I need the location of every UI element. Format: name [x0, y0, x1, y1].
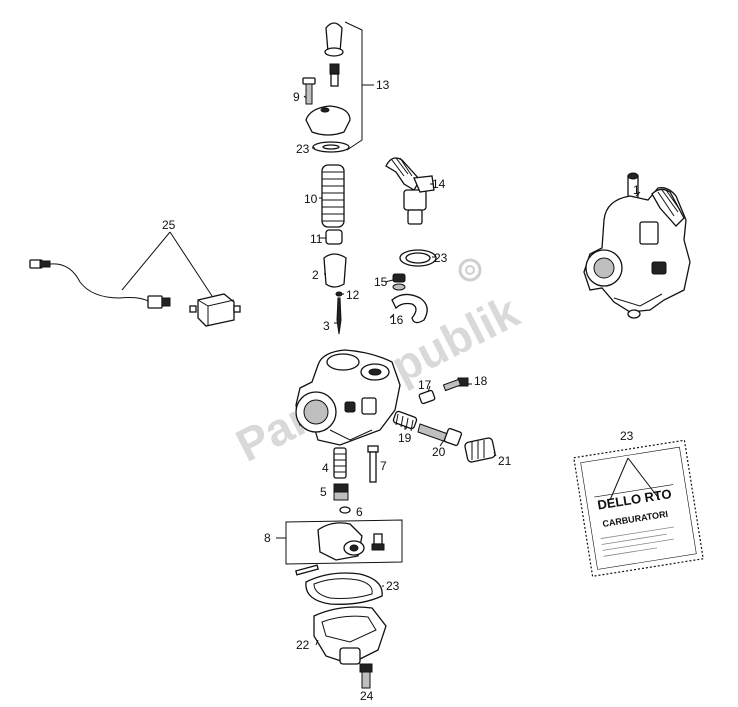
part-8-needle-valve — [371, 533, 385, 551]
part-8-pin — [295, 564, 319, 576]
callout-23-bowl: 23 — [386, 579, 400, 593]
callout-11: 11 — [310, 232, 323, 246]
part-23-instruction-bag: DELLO RTO CARBURATORI — [573, 439, 704, 577]
callout-4: 4 — [322, 461, 329, 475]
part-21-cap — [464, 437, 496, 463]
callout-25: 25 — [162, 218, 176, 232]
callout-12: 12 — [346, 288, 360, 302]
part-18-screw — [442, 377, 469, 392]
leader-lines — [303, 95, 641, 646]
callout-labels: 13 9 23 10 11 2 12 3 14 23 15 16 1 25 17… — [162, 78, 640, 703]
part-25-wiring-harness — [29, 259, 241, 327]
part-cover — [305, 105, 351, 136]
part-16-clamp — [391, 293, 428, 324]
callout-17: 17 — [418, 378, 432, 392]
part-3-needle — [336, 297, 342, 335]
part-24-screw — [359, 663, 373, 689]
part-23-bowl-gasket — [305, 572, 383, 605]
callout-6: 6 — [356, 505, 363, 519]
part-4-jet — [333, 447, 347, 479]
callout-8: 8 — [264, 531, 271, 545]
part-carburetor-body — [295, 349, 401, 446]
part-9-screw — [302, 77, 316, 105]
group-bracket-8 — [285, 519, 403, 565]
callout-18: 18 — [474, 374, 488, 388]
part-15-plug — [392, 273, 406, 291]
part-22-float-bowl — [313, 606, 387, 665]
callout-7: 7 — [380, 459, 387, 473]
part-10-spring — [321, 164, 345, 228]
callout-22: 22 — [296, 638, 310, 652]
callout-23-top: 23 — [296, 142, 310, 156]
part-1-carburetor-assembly — [583, 172, 691, 319]
callout-16: 16 — [390, 313, 404, 327]
callout-21: 21 — [498, 454, 512, 468]
part-17-spring — [418, 389, 436, 405]
callout-23-oring: 23 — [434, 251, 448, 265]
part-6-washer — [339, 506, 351, 514]
part-top-cap — [324, 22, 344, 57]
callout-20: 20 — [432, 445, 446, 459]
part-14-choke-lever — [385, 157, 435, 225]
part-8-float — [317, 522, 365, 561]
callout-19: 19 — [398, 431, 412, 445]
callout-13: 13 — [376, 78, 390, 92]
leader-23-bag — [609, 457, 661, 501]
callout-15: 15 — [374, 275, 388, 289]
part-2-throttle-slide — [323, 253, 347, 288]
callout-3: 3 — [323, 319, 330, 333]
callout-14: 14 — [432, 177, 446, 191]
callout-10: 10 — [304, 192, 318, 206]
callout-24: 24 — [360, 689, 374, 703]
callout-1: 1 — [633, 183, 640, 197]
callout-9: 9 — [293, 90, 300, 104]
part-5-nut — [333, 483, 349, 501]
callout-2: 2 — [312, 268, 319, 282]
part-19-spring — [392, 410, 418, 432]
group-bracket-13 — [344, 21, 363, 151]
part-adjust-screw — [329, 63, 340, 87]
callout-5: 5 — [320, 485, 327, 499]
part-7-jet — [367, 445, 379, 483]
callout-23-bag: 23 — [620, 429, 634, 443]
part-11-retainer — [325, 229, 343, 245]
part-20-idle-screw — [417, 423, 463, 447]
leader-25 — [121, 231, 213, 297]
watermark-gear-icon — [458, 258, 482, 282]
